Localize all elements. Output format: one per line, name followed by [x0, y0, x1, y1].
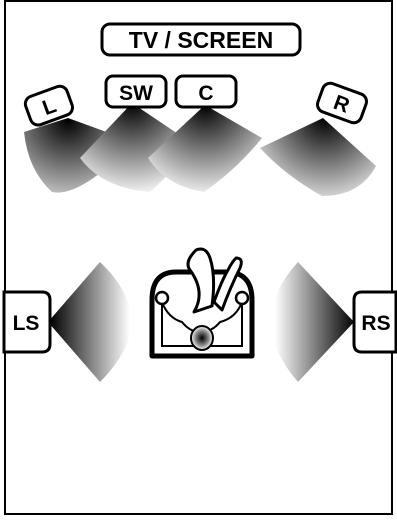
left-surround-label: LS — [13, 312, 40, 335]
right-speaker-beam — [260, 118, 376, 196]
center-speaker-label: C — [198, 82, 213, 105]
right-speaker: R — [316, 81, 368, 125]
center-speaker-box — [174, 74, 238, 109]
listener-head — [190, 325, 214, 351]
listener-hand-left — [154, 290, 170, 306]
center-speaker: C — [174, 74, 238, 109]
left-surround-box — [2, 290, 52, 354]
left-speaker-box — [23, 84, 74, 127]
right-surround-label: RS — [361, 312, 390, 335]
listener-hand-right — [234, 290, 250, 306]
left-speaker: L — [23, 84, 74, 127]
listener-leg-left — [186, 247, 216, 314]
right-surround-speaker: RS — [352, 290, 397, 354]
left-surround-beam — [48, 262, 132, 382]
diagram-border — [4, 0, 393, 515]
tv-screen-label: TV / SCREEN — [129, 27, 273, 53]
tv-screen-box — [100, 22, 302, 57]
listener-armchair-icon — [149, 247, 255, 359]
left-surround-speaker: LS — [2, 290, 52, 354]
right-surround-box — [352, 290, 397, 354]
right-speaker-box — [316, 81, 368, 125]
right-speaker-label: R — [330, 91, 352, 118]
subwoofer-label: SW — [119, 82, 153, 105]
subwoofer-box — [104, 74, 168, 109]
right-surround-beam — [270, 262, 354, 382]
subwoofer-speaker: SW — [104, 74, 168, 109]
listener-leg-right — [212, 256, 243, 312]
center-speaker-beam — [148, 105, 262, 192]
